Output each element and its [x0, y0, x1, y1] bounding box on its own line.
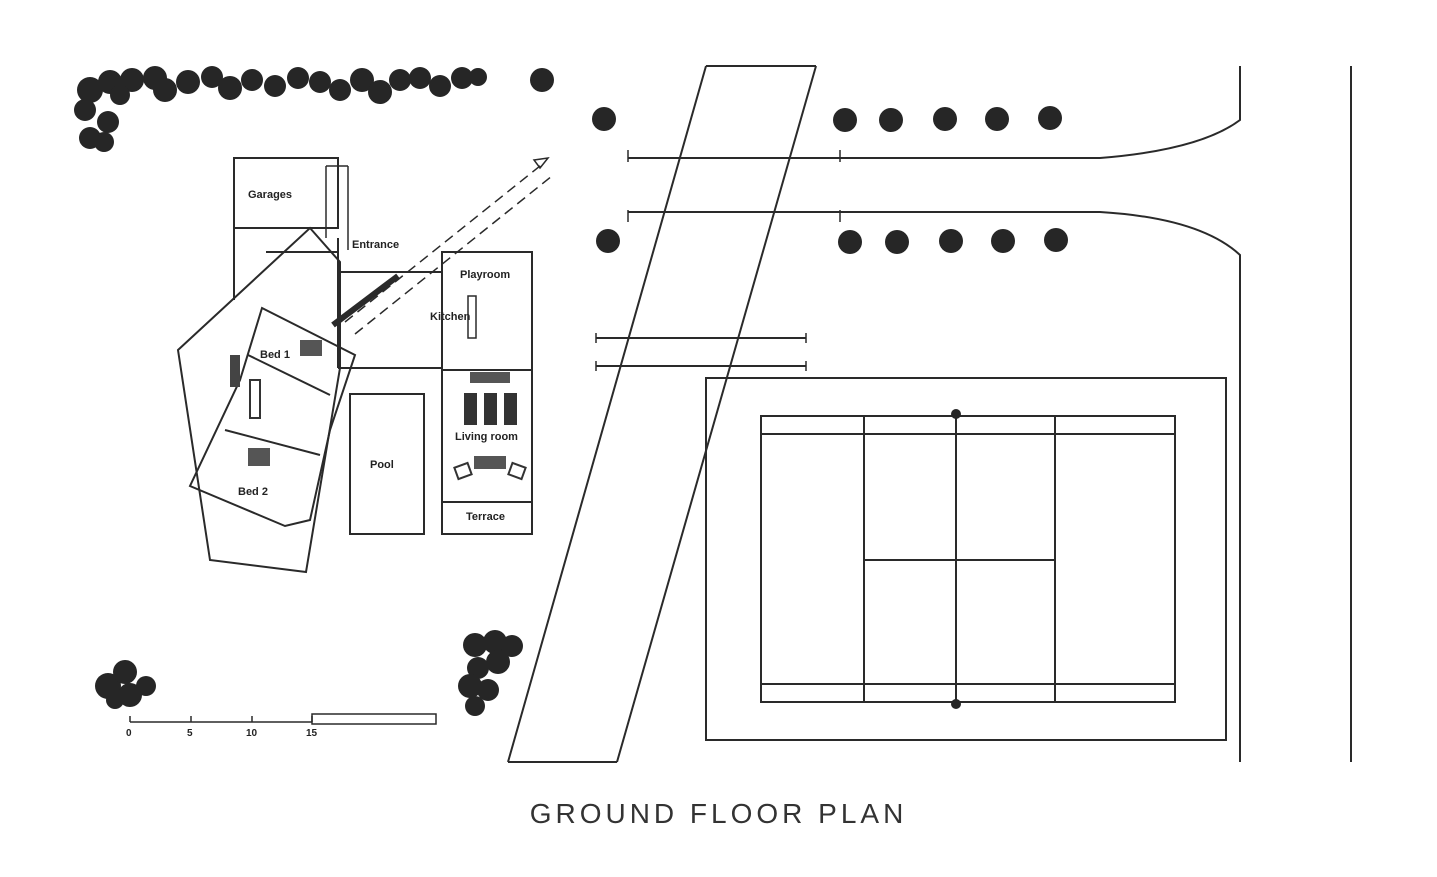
tennis-court	[705, 377, 1227, 741]
label-terrace: Terrace	[466, 511, 505, 523]
pool: Pool	[338, 367, 442, 535]
entrance-block: Entrance Kitchen	[266, 238, 471, 369]
bedroom-wing: Bed 1 Bed 2	[176, 226, 357, 574]
label-bed1: Bed 1	[260, 349, 290, 361]
label-entrance: Entrance	[352, 239, 399, 251]
living-wing: Playroom Living room Terrace	[441, 251, 533, 535]
trees-street	[530, 68, 1068, 254]
scale-tick-10: 10	[246, 728, 258, 739]
scale-tick-0: 0	[126, 728, 132, 739]
plan-title: GROUND FLOOR PLAN	[529, 798, 908, 829]
label-kitchen: Kitchen	[430, 311, 471, 323]
scale-tick-5: 5	[187, 728, 193, 739]
tree-cluster-bottom-center	[458, 630, 523, 716]
label-living-room: Living room	[455, 431, 518, 443]
diagonal-road	[507, 65, 817, 763]
tree-cluster-bottom-left	[95, 660, 156, 709]
scale-bar: 0 5 10 15	[126, 713, 437, 739]
garages-block: Garages	[233, 157, 349, 300]
label-playroom: Playroom	[460, 269, 510, 281]
covered-walkway	[331, 156, 553, 335]
label-pool: Pool	[370, 459, 394, 471]
driveway-crossing	[595, 333, 807, 371]
street-road	[627, 66, 1352, 762]
tree-cluster-top	[74, 66, 487, 152]
label-bed2: Bed 2	[238, 486, 268, 498]
scale-tick-15: 15	[306, 728, 318, 739]
label-garages: Garages	[248, 189, 292, 201]
